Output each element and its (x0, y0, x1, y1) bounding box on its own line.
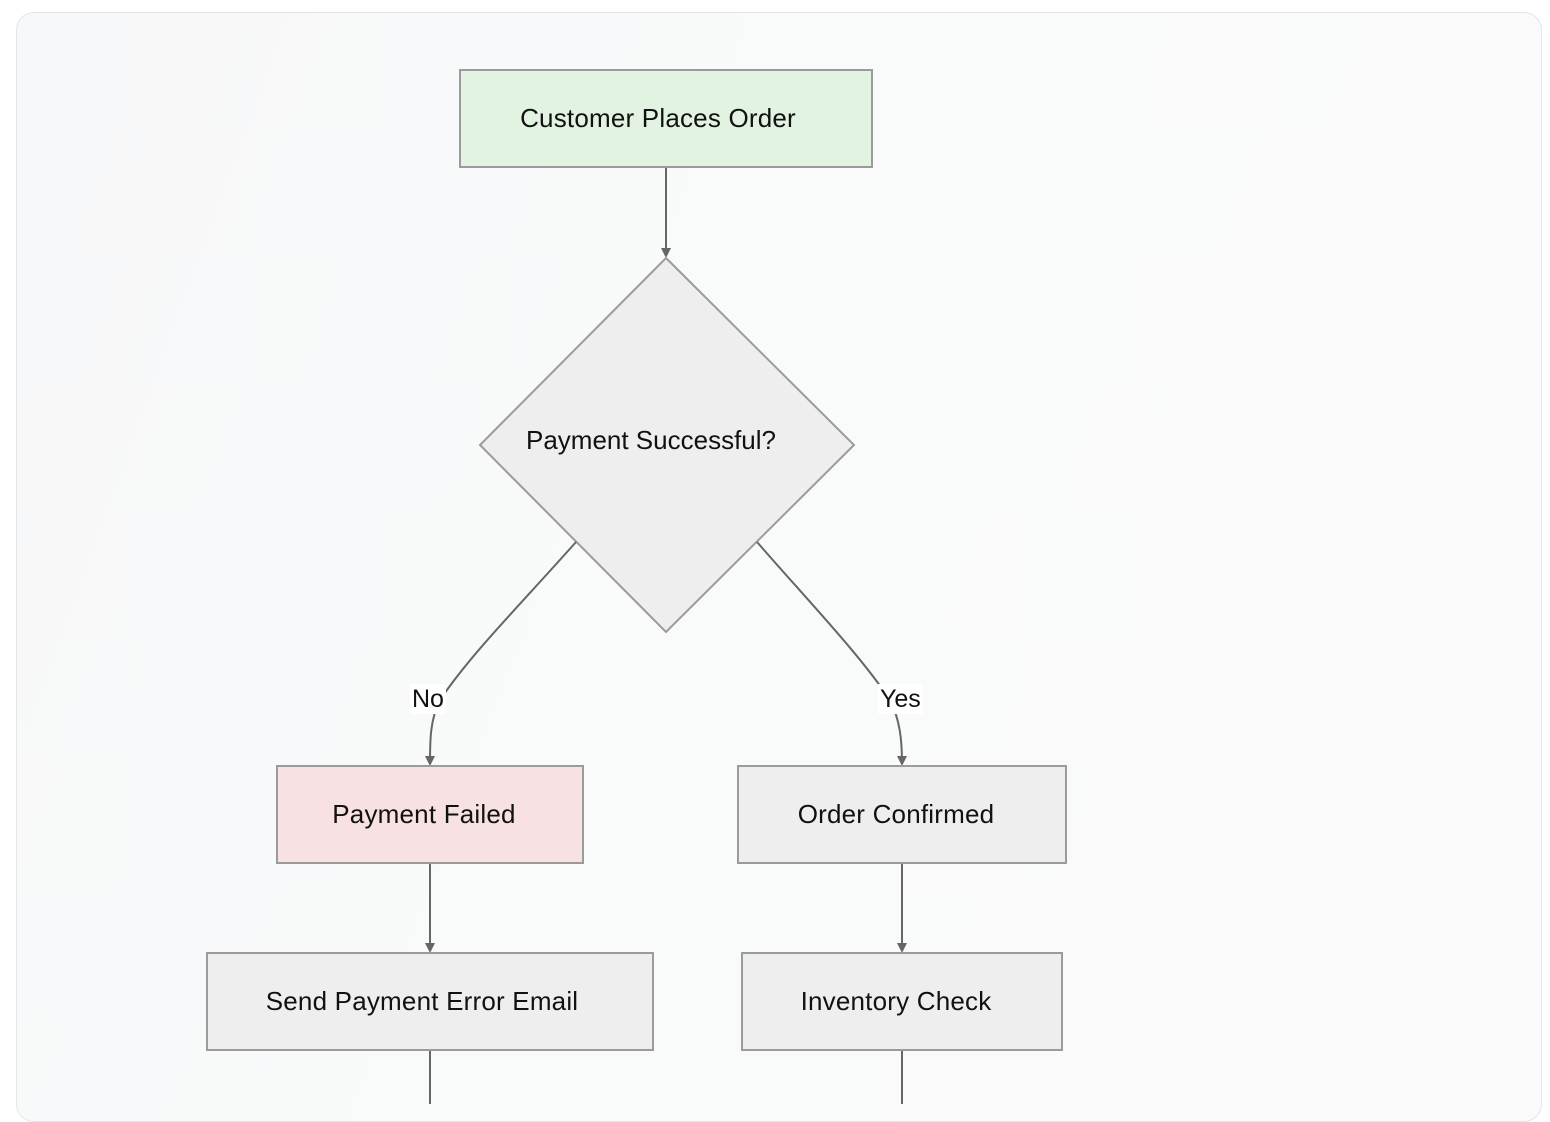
edge-no-branch (425, 541, 577, 766)
node-label: Send Payment Error Email (265, 986, 579, 1016)
node-label: Order Confirmed (797, 799, 995, 829)
node-label: Customer Places Order (520, 103, 796, 133)
node-customer-places-order[interactable]: Customer Places Order (459, 69, 873, 168)
decision-label: Payment Successful? (525, 425, 776, 455)
node-label: Payment Failed (332, 799, 516, 829)
node-label: Inventory Check (800, 986, 992, 1016)
payment-decision-diamond[interactable] (478, 256, 856, 634)
node-send-payment-error-email[interactable]: Send Payment Error Email (206, 952, 654, 1051)
node-payment-failed[interactable]: Payment Failed (276, 765, 584, 864)
edge-yes-branch (756, 541, 907, 766)
edge-label-no: No (410, 684, 446, 714)
edge-label-yes: Yes (878, 684, 923, 714)
node-inventory-check[interactable]: Inventory Check (741, 952, 1063, 1051)
node-order-confirmed[interactable]: Order Confirmed (737, 765, 1067, 864)
